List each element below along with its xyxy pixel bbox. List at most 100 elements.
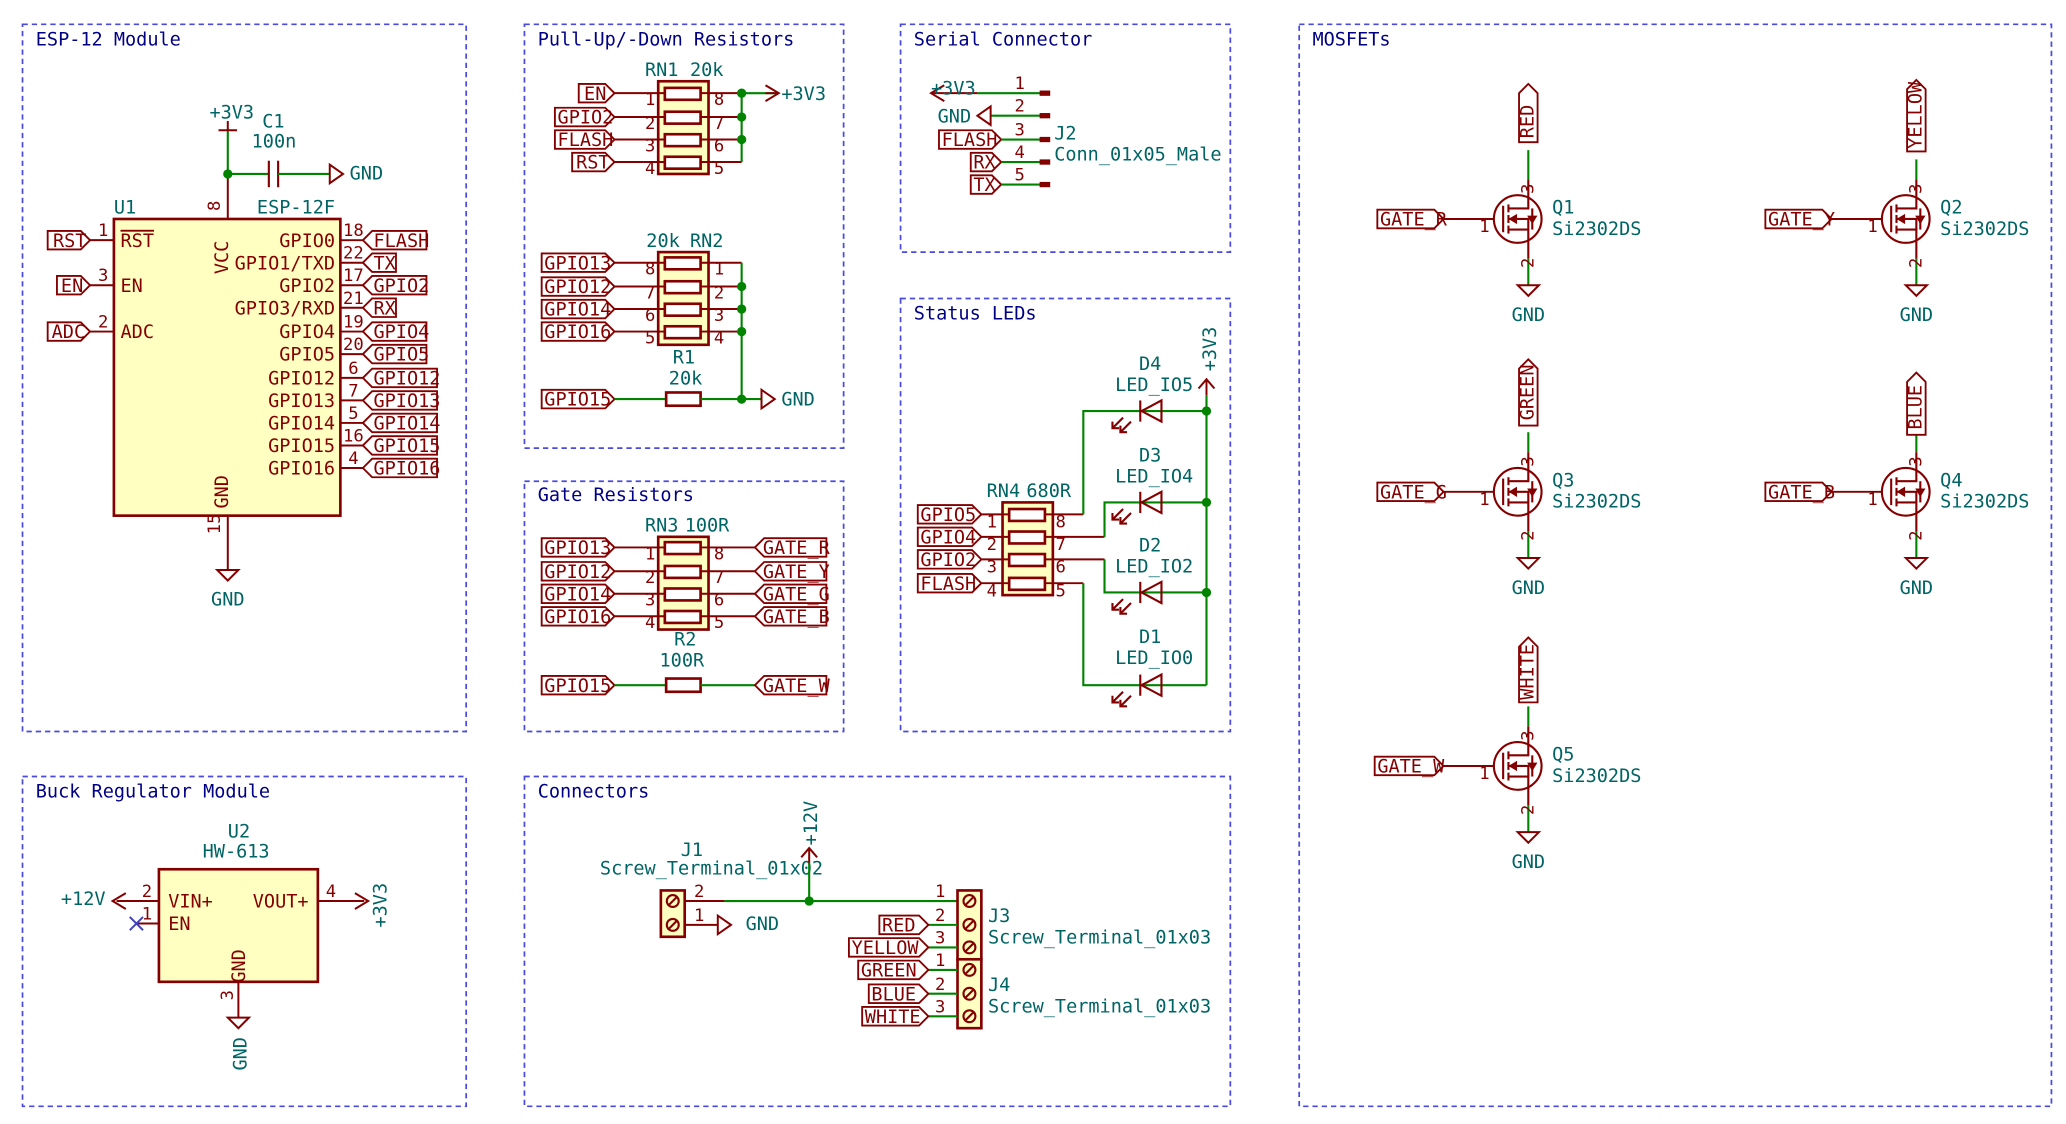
esp-pin-name: GPIO3/RXD (235, 298, 335, 319)
r2-ref: R2 (674, 629, 696, 650)
net-label: GPIO13 (373, 391, 440, 412)
net-label: GATE_G (763, 584, 830, 605)
esp-body (112, 217, 342, 517)
u2-en: EN (168, 914, 190, 935)
rn-pin: 5 (1056, 581, 1066, 601)
drain-net-label: YELLOW (1906, 81, 1927, 149)
esp-pin-num: 20 (343, 335, 364, 355)
net-label: GPIO12 (544, 562, 611, 583)
rn-pin: 3 (645, 136, 655, 156)
net-label: GPIO5 (920, 505, 976, 526)
esp-pin-num: 6 (348, 359, 358, 379)
led-d2: D2 LED_IO2 (1111, 535, 1207, 615)
u2-gnd: GND (229, 949, 250, 982)
mosfet-pin: 2 (1907, 258, 1927, 268)
frame-gate (523, 480, 845, 733)
connectors: J1 Screw_Terminal_01x02 2 1 GND +12V J3 … (600, 801, 1211, 1030)
section-title-esp: ESP-12 Module (36, 30, 181, 51)
rn4-ref: RN4 (987, 481, 1020, 502)
section-title-buck: Buck Regulator Module (36, 782, 270, 803)
rn-pin: 3 (987, 558, 997, 578)
mosfet-ref: Q5 (1552, 745, 1574, 766)
net-label: GPIO16 (373, 459, 440, 480)
esp-pin-name: GPIO1/TXD (235, 253, 335, 274)
gnd-text: GND (1900, 305, 1933, 326)
u2-vin: VIN+ (168, 892, 213, 913)
c1-gnd-symbol (328, 162, 345, 186)
mosfets: GATE_R 1 3 RED 2 GND Q1 Si2302DS (1373, 78, 2029, 873)
led-d3: D3 LED_IO4 (1111, 445, 1207, 525)
mosfet-pin: 1 (1479, 490, 1489, 510)
mosfet-pin: 1 (1479, 217, 1489, 237)
esp-pin-name: GPIO12 (268, 369, 335, 390)
net-label: FLASH (558, 130, 614, 151)
net-label: RED (882, 915, 915, 936)
rn2-ref: RN2 (690, 231, 723, 252)
mosfet-value: Si2302DS (1552, 766, 1641, 787)
net-label: BLUE (871, 984, 916, 1005)
esp-pin-num: 5 (348, 404, 358, 424)
r1-value: 20k (669, 369, 702, 390)
j2-pin: 5 (1014, 166, 1024, 186)
section-title-gate: Gate Resistors (538, 485, 694, 506)
esp-module: U1 ESP-12F VCC GND 8 15 GND +3V3 GND C1 … (46, 102, 441, 611)
frame-esp (21, 23, 468, 733)
rn-pin: 7 (714, 568, 724, 588)
net-label: GPIO13 (544, 538, 611, 559)
esp-pin-num: 4 (348, 449, 358, 469)
net-label: GREEN (861, 961, 917, 982)
led-3v3-text: +3V3 (1200, 327, 1221, 372)
u2-pin: 3 (218, 990, 238, 1000)
esp-value: ESP-12F (257, 198, 335, 219)
frame-mosfets (1298, 23, 2053, 1108)
net-label: GATE_W (763, 676, 831, 697)
mosfet-pin: 1 (1479, 764, 1489, 784)
j3-pin: 1 (935, 882, 945, 902)
j2-net: GND (938, 106, 971, 127)
mosfet-pin: 3 (1519, 456, 1539, 466)
esp-pin-name: ADC (121, 322, 154, 343)
esp-pin-name: GPIO2 (279, 276, 335, 297)
net-label-en: EN (61, 276, 83, 297)
j1-gnd-text: GND (746, 914, 779, 935)
rn3-value: 100R (685, 516, 730, 537)
net-label: GPIO4 (373, 322, 429, 343)
u2-ref: U2 (228, 821, 250, 842)
rn-pin: 1 (645, 90, 655, 110)
rn-pin: 3 (714, 306, 724, 326)
mosfet-q1: GATE_R 1 3 RED 2 GND Q1 Si2302DS (1376, 82, 1641, 326)
c1-gnd-text: GND (350, 163, 383, 184)
mosfet-value: Si2302DS (1940, 492, 2029, 513)
rn-pin: 5 (714, 159, 724, 179)
rn-pin: 2 (645, 114, 655, 134)
section-title-pull: Pull-Up/-Down Resistors (538, 30, 795, 51)
esp-right-pins: 18 GPIO0 FLASH 22 GPIO1/TXD TX 17 GPIO2 … (235, 221, 441, 479)
gnd-text: GND (1512, 305, 1545, 326)
u2-pin: 4 (326, 882, 336, 902)
net-label: FLASH (920, 574, 976, 595)
rn-pin: 2 (645, 568, 655, 588)
esp-3v3-text: +3V3 (209, 102, 254, 123)
esp-pin-name: GPIO14 (268, 414, 335, 435)
led-value: LED_IO4 (1115, 467, 1193, 488)
j2-net: FLASH (942, 130, 998, 151)
j3-ref: J3 (988, 906, 1010, 927)
mosfet-q4: GATE_B 1 3 BLUE 2 GND Q4 Si2302DS (1764, 371, 2029, 599)
mosfet-q5: GATE_W 1 3 WHITE 2 GND Q5 Si2302DS (1373, 636, 1641, 873)
esp-pin-name: EN (121, 276, 143, 297)
rn-pin: 3 (645, 591, 655, 611)
frame-connectors (523, 775, 1232, 1108)
drain-net-label: RED (1518, 105, 1539, 138)
esp-pin-num: 17 (343, 266, 364, 286)
rn-pin: 4 (714, 328, 724, 348)
net-label: FLASH (373, 231, 429, 252)
rn-pin: 8 (714, 90, 724, 110)
net-label: GPIO2 (920, 550, 976, 571)
gnd-text: GND (1512, 852, 1545, 873)
mosfet-ref: Q4 (1940, 471, 1962, 492)
mosfet-pin: 2 (1519, 258, 1539, 268)
esp-gnd-label: GND (212, 475, 233, 508)
esp-pin-name: GPIO15 (268, 436, 335, 457)
drain-net-label: GREEN (1518, 364, 1539, 420)
net-label: TX (373, 253, 395, 274)
